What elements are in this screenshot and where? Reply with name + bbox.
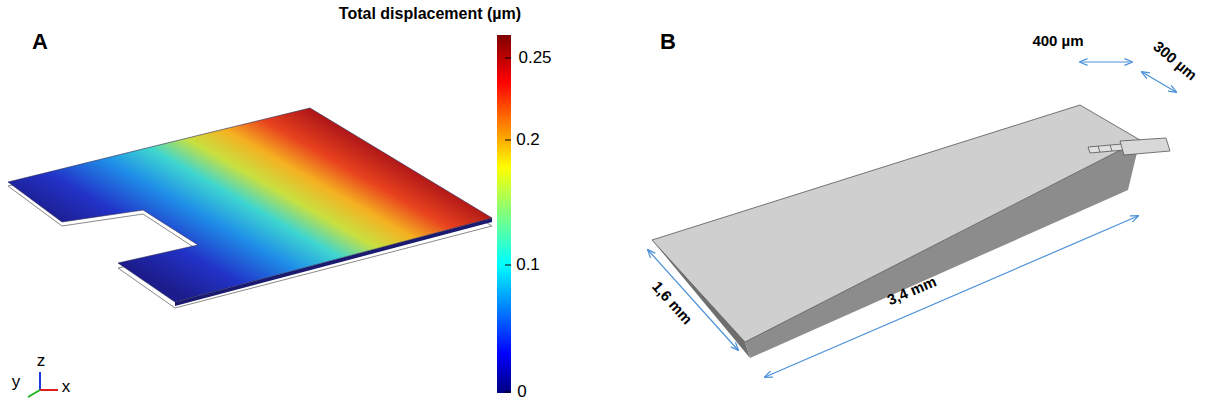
- panel-label: B: [660, 30, 676, 54]
- dimension-arrows: [648, 62, 1176, 377]
- tick-label: 0.1: [516, 256, 540, 275]
- chip-top-face: [652, 105, 1140, 342]
- dimension-label: 300 µm: [1150, 38, 1200, 84]
- dimension-label: 400 µm: [1032, 33, 1083, 50]
- dimension-label: 1,6 mm: [649, 278, 696, 327]
- axis-label: z: [37, 352, 46, 371]
- panel-label: A: [32, 30, 48, 54]
- tick-label: 0.2: [516, 131, 540, 150]
- axis-label: x: [62, 378, 71, 397]
- axis-label: y: [12, 373, 21, 392]
- colorbar-title: Total displacement (µm): [339, 5, 521, 23]
- axis-triad: [28, 372, 58, 397]
- colorbar: [497, 35, 511, 393]
- tick-label: 0.25: [518, 49, 551, 68]
- deformed-plate: [8, 108, 492, 302]
- colorbar-ticks: [505, 58, 511, 392]
- cantilever: [1088, 138, 1170, 155]
- tick-label: 0: [517, 383, 526, 402]
